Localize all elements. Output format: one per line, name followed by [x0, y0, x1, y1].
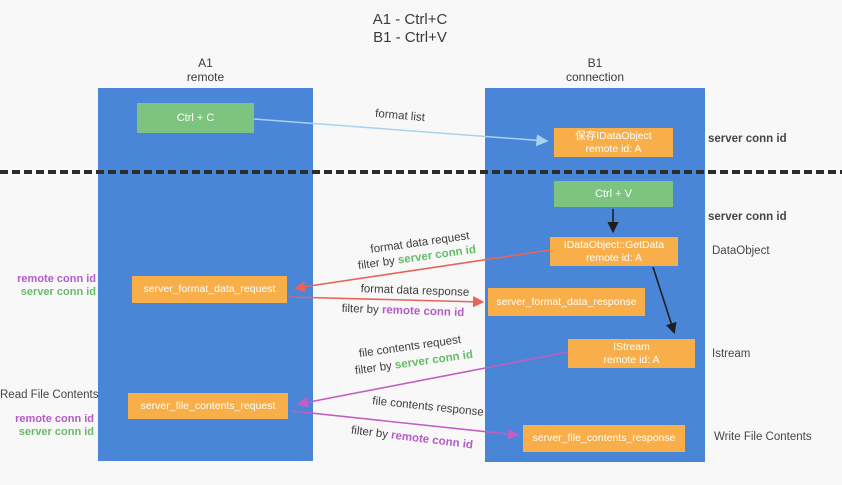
save-idataobject-title: 保存IDataObject — [575, 129, 652, 142]
filter-by-remote-conn-id-label-1: filter by remote conn id — [341, 303, 464, 319]
format-list-label: format list — [374, 107, 426, 125]
lane-a-role: remote — [186, 70, 225, 84]
node-server-format-data-response: server_format_data_response — [488, 288, 645, 316]
istream-subtitle: remote id: A — [603, 353, 660, 366]
title-line-1: A1 - Ctrl+C — [372, 11, 448, 28]
lane-a-name: A1 — [198, 56, 213, 70]
node-ctrl-v: Ctrl + V — [554, 181, 673, 207]
node-istream: IStream remote id: A — [568, 339, 695, 368]
format-data-request-label: server_format_data_request — [143, 283, 276, 295]
format-data-response-edge-label: format data response — [360, 283, 470, 299]
remote-conn-id-text: remote conn id — [390, 429, 474, 452]
lane-b-header: B1 connection — [485, 56, 705, 84]
server-conn-id-annotation-1: server conn id — [20, 285, 96, 298]
node-server-file-contents-response: server_file_contents_response — [523, 425, 685, 452]
getdata-title: IDataObject::GetData — [563, 238, 665, 251]
filter-by-text: filter by — [357, 254, 399, 273]
server-conn-id-annotation-2: server conn id — [18, 425, 94, 438]
node-ctrl-c: Ctrl + C — [137, 103, 254, 133]
remote-conn-id-annotation-2: remote conn id — [15, 413, 94, 425]
title-line-2: B1 - Ctrl+V — [373, 29, 447, 46]
server-conn-id-annotation-top: server conn id — [708, 133, 787, 145]
write-file-contents-annotation: Write File Contents — [714, 431, 812, 443]
file-contents-request-label: server_file_contents_request — [140, 399, 276, 412]
dataobject-annotation: DataObject — [712, 245, 770, 257]
format-data-response-label: server_format_data_response — [496, 295, 637, 308]
lane-a-header: A1 remote — [98, 56, 313, 84]
save-idataobject-subtitle: remote id: A — [585, 142, 642, 155]
node-server-format-data-request: server_format_data_request — [132, 276, 287, 303]
node-save-idataobject: 保存IDataObject remote id: A — [554, 128, 673, 157]
istream-title: IStream — [613, 340, 650, 353]
node-idataobject-getdata: IDataObject::GetData remote id: A — [550, 237, 678, 266]
file-contents-response-edge-label: file contents response — [371, 395, 485, 419]
left-conn-id-stack-1: remote conn id server conn id — [0, 273, 96, 298]
ctrl-c-label: Ctrl + C — [176, 111, 215, 124]
dashed-separator-line — [0, 170, 842, 174]
remote-conn-id-text: remote conn id — [381, 304, 465, 320]
filter-by-text: filter by — [350, 424, 392, 442]
node-server-file-contents-request: server_file_contents_request — [128, 393, 288, 419]
file-contents-response-label: server_file_contents_response — [532, 432, 676, 444]
left-conn-id-stack-2: remote conn id server conn id — [0, 413, 94, 438]
read-file-contents-annotation: Read File Contents — [0, 389, 99, 401]
ctrl-v-label: Ctrl + V — [595, 187, 632, 200]
istream-annotation: Istream — [712, 348, 751, 360]
filter-by-text: filter by — [354, 359, 396, 378]
filter-by-text: filter by — [341, 302, 383, 317]
server-conn-id-annotation-mid: server conn id — [708, 211, 787, 223]
filter-by-remote-conn-id-label-2: filter by remote conn id — [350, 425, 473, 452]
lane-b-role: connection — [565, 70, 625, 84]
lane-b-name: B1 — [587, 56, 603, 70]
diagram-title: A1 - Ctrl+C B1 - Ctrl+V — [310, 11, 510, 47]
getdata-subtitle: remote id: A — [585, 251, 643, 264]
remote-conn-id-annotation-1: remote conn id — [17, 273, 96, 285]
